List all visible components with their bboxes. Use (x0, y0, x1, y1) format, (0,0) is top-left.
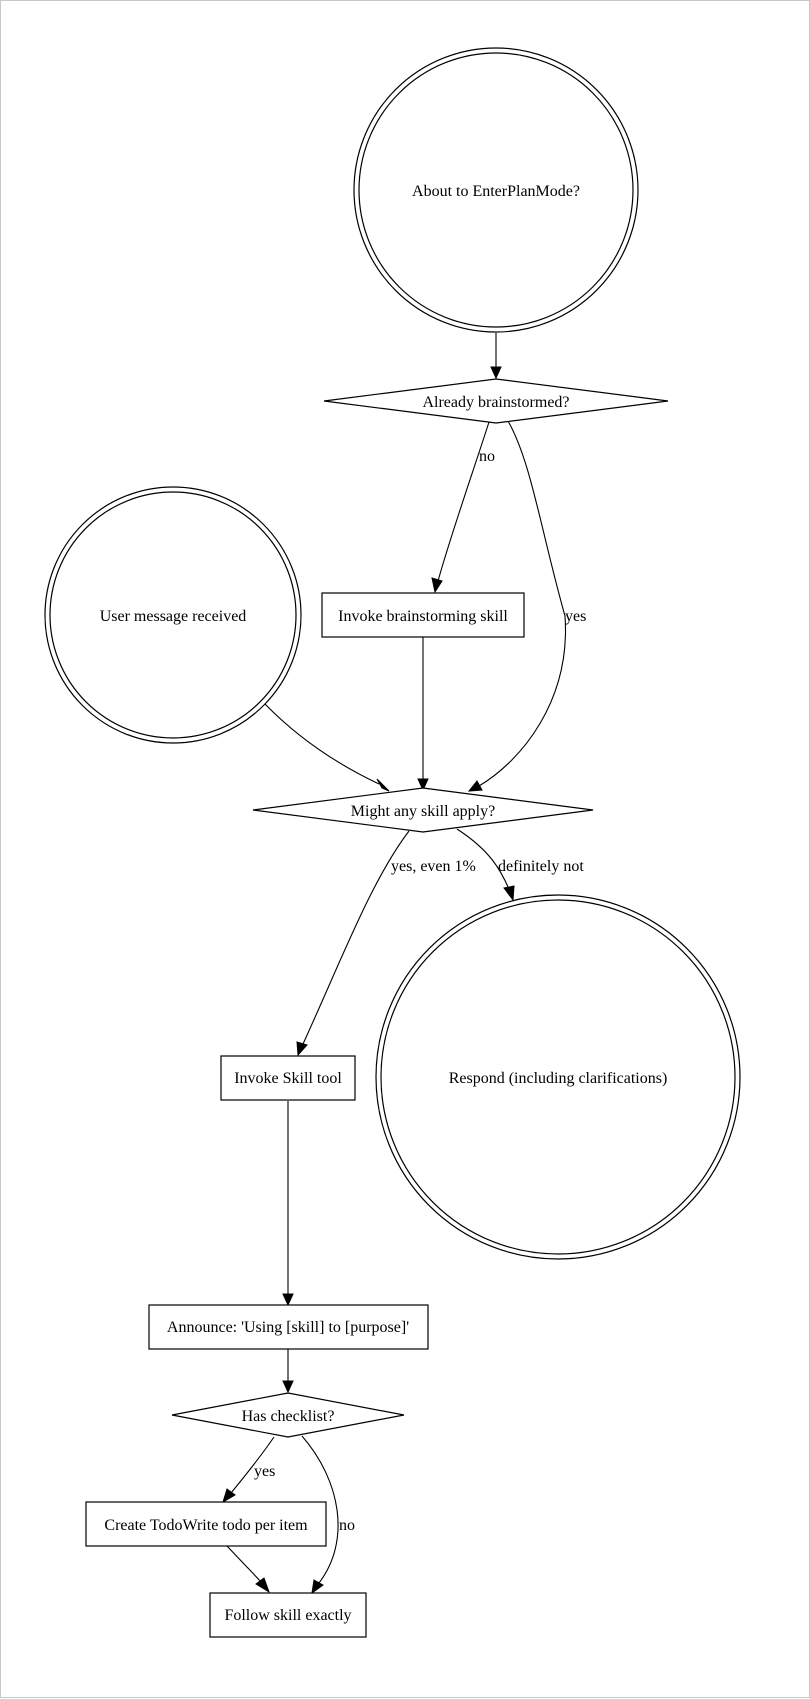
double-circle-inner (380, 899, 736, 1255)
edge-label-apply-yes: yes, even 1% (391, 858, 476, 875)
arrowhead (490, 366, 502, 380)
node-user-message: User message received (44, 486, 302, 744)
edge-label-apply-no: definitely not (498, 858, 584, 875)
edge-todo-to-follow (226, 1545, 262, 1583)
node-respond: Respond (including clarifications) (375, 894, 741, 1260)
node-announce: Announce: 'Using [skill] to [purpose]' (148, 1304, 429, 1350)
process-box (209, 1592, 367, 1638)
edge-checklist-yes (230, 1436, 275, 1494)
edge-label-checklist-no: no (339, 1517, 355, 1534)
edge-brainstormed-no (437, 421, 490, 582)
double-circle-inner (358, 52, 634, 328)
process-box (220, 1055, 356, 1101)
node-might-apply: Might any skill apply? (252, 787, 594, 833)
node-create-todo: Create TodoWrite todo per item (85, 1501, 327, 1547)
edge-labels: no yes yes, even 1% definitely not yes n… (254, 448, 586, 1534)
decision-diamond (171, 1392, 405, 1438)
node-brainstormed: Already brainstormed? (323, 378, 669, 424)
arrowhead (296, 1041, 308, 1057)
arrowhead (503, 885, 515, 902)
node-label: Invoke Skill tool (234, 1070, 342, 1087)
node-label: Invoke brainstorming skill (338, 608, 508, 625)
node-label: Respond (including clarifications) (449, 1070, 668, 1087)
arrowhead (255, 1577, 270, 1594)
node-label: About to EnterPlanMode? (412, 183, 580, 200)
node-label: Create TodoWrite todo per item (104, 1517, 308, 1534)
node-label: Has checklist? (242, 1408, 335, 1425)
double-circle-inner (49, 491, 297, 739)
process-box (85, 1501, 327, 1547)
edge-checklist-no (301, 1435, 339, 1584)
process-box (321, 592, 525, 638)
process-box (148, 1304, 429, 1350)
edge-label-brainstormed-no: no (479, 448, 495, 465)
arrowhead (311, 1579, 324, 1595)
decision-diamond (252, 787, 594, 833)
edge-brainstormed-yes (478, 420, 567, 787)
node-follow-skill: Follow skill exactly (209, 1592, 367, 1638)
arrowhead (376, 778, 390, 792)
node-label: Might any skill apply? (351, 803, 495, 820)
nodes: About to EnterPlanMode? Already brainsto… (44, 47, 741, 1638)
node-label: Follow skill exactly (224, 1607, 351, 1624)
arrowhead (282, 1293, 294, 1307)
arrowhead (431, 577, 443, 594)
arrowhead (467, 780, 483, 792)
node-plan-mode: About to EnterPlanMode? (353, 47, 639, 333)
node-label: Announce: 'Using [skill] to [purpose]' (167, 1319, 409, 1336)
node-invoke-skill: Invoke Skill tool (220, 1055, 356, 1101)
edge-apply-yes (302, 830, 410, 1045)
edges (222, 333, 567, 1595)
arrowhead (222, 1488, 236, 1504)
edge-label-brainstormed-yes: yes (565, 608, 586, 625)
arrowhead (417, 778, 429, 792)
arrowhead (282, 1380, 294, 1394)
node-label: User message received (100, 608, 247, 625)
edge-label-checklist-yes: yes (254, 1463, 275, 1480)
edge-user-to-apply (264, 703, 380, 785)
node-has-checklist: Has checklist? (171, 1392, 405, 1438)
edge-apply-no (456, 828, 510, 890)
node-label: Already brainstormed? (422, 394, 569, 411)
node-invoke-brainstorm: Invoke brainstorming skill (321, 592, 525, 638)
decision-diamond (323, 378, 669, 424)
